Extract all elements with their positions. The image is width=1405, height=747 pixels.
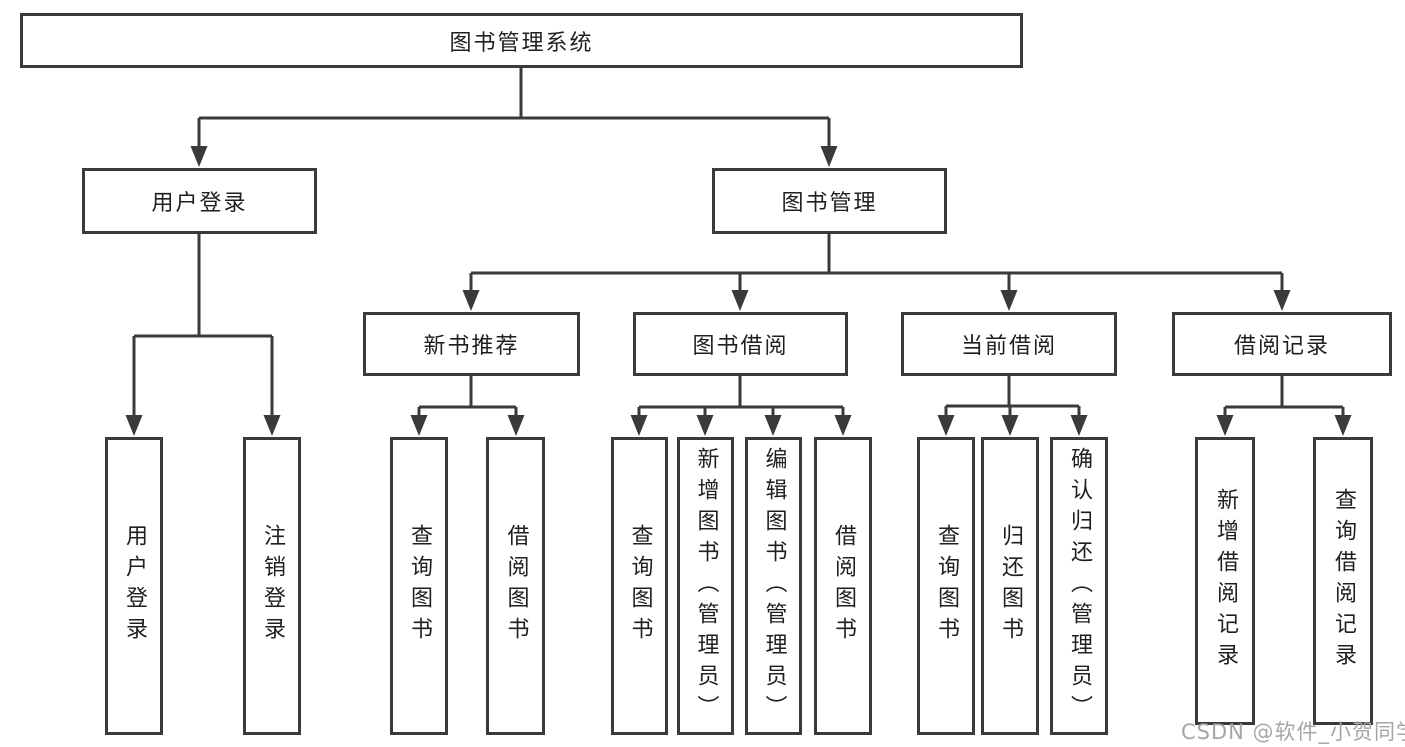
connector-path [469,233,1284,296]
node-borrow-records-label: 借阅记录 [1233,334,1330,359]
node-new-book-recommend-label: 新书推荐 [423,334,520,359]
arrowhead-icon [410,415,428,436]
node-book-borrow: 图书借阅 [633,312,848,376]
leaf-borrow-book-1-label: 借阅图书 [503,524,529,648]
node-user-login: 用户登录 [82,168,317,234]
leaf-logout-label: 注销登录 [260,524,285,648]
arrowhead-icon [1334,415,1352,436]
leaf-borrow-book-2-label: 借阅图书 [831,524,856,648]
arrowhead-icon [1216,415,1234,436]
connector-path [132,233,274,421]
node-root: 图书管理系统 [20,13,1023,68]
leaf-user-login-label: 用户登录 [122,524,147,648]
node-book-management-label: 图书管理 [781,191,878,216]
leaf-return-book: 归还图书 [981,437,1039,735]
arrowhead-icon [834,415,852,436]
connector-path [417,376,518,421]
node-current-borrow-label: 当前借阅 [960,334,1057,359]
arrowhead-icon [1001,415,1019,436]
leaf-confirm-return-admin: 确认归还（管理员） [1050,437,1108,735]
leaf-edit-book-admin-label: 编辑图书（管理员） [761,446,787,726]
leaf-confirm-return-admin-label: 确认归还（管理员） [1067,446,1092,726]
arrowhead-icon [462,290,480,311]
leaf-borrow-book-2: 借阅图书 [814,437,872,735]
arrowhead-icon [507,415,525,436]
node-user-login-label: 用户登录 [151,191,248,216]
arrowhead-icon [696,415,714,436]
connector-path [637,376,845,421]
leaf-query-book-2: 查询图书 [611,437,668,735]
node-book-borrow-label: 图书借阅 [692,334,789,359]
arrowhead-icon [937,415,955,436]
leaf-query-borrow-record-label: 查询借阅记录 [1331,488,1356,674]
leaf-logout: 注销登录 [243,437,301,735]
arrowhead-icon [125,415,143,436]
arrowhead-icon [630,415,648,436]
node-borrow-records: 借阅记录 [1172,312,1392,376]
leaf-user-login: 用户登录 [105,437,163,735]
leaf-add-borrow-record-label: 新增借阅记录 [1213,488,1238,674]
arrowhead-icon [1273,290,1291,311]
leaf-query-book-3-label: 查询图书 [934,524,959,648]
arrowhead-icon [263,415,281,436]
arrowhead-icon [190,146,208,167]
arrowhead-icon [764,415,782,436]
leaf-add-book-admin-label: 新增图书（管理员） [693,446,719,726]
leaf-add-borrow-record: 新增借阅记录 [1195,437,1255,725]
leaf-query-book-3: 查询图书 [917,437,975,735]
node-book-management: 图书管理 [712,168,947,234]
leaf-query-book-1-label: 查询图书 [407,524,432,648]
leaf-return-book-label: 归还图书 [998,524,1023,648]
leaf-borrow-book-1: 借阅图书 [486,437,545,735]
node-root-label: 图书管理系统 [449,30,594,56]
connector-path [197,68,831,152]
arrowhead-icon [1070,415,1088,436]
leaf-query-book-1: 查询图书 [390,437,448,735]
leaf-query-book-2-label: 查询图书 [627,524,653,648]
connector-path [944,376,1081,421]
arrowhead-icon [731,290,749,311]
leaf-edit-book-admin: 编辑图书（管理员） [745,437,802,735]
connector-path [1223,376,1345,421]
node-current-borrow: 当前借阅 [901,312,1117,376]
arrowhead-icon [820,146,838,167]
leaf-query-borrow-record: 查询借阅记录 [1313,437,1373,725]
csdn-watermark: CSDN @软件_小贺同学 [1181,720,1405,744]
arrowhead-icon [1000,290,1018,311]
node-new-book-recommend: 新书推荐 [363,312,580,376]
leaf-add-book-admin: 新增图书（管理员） [677,437,734,735]
